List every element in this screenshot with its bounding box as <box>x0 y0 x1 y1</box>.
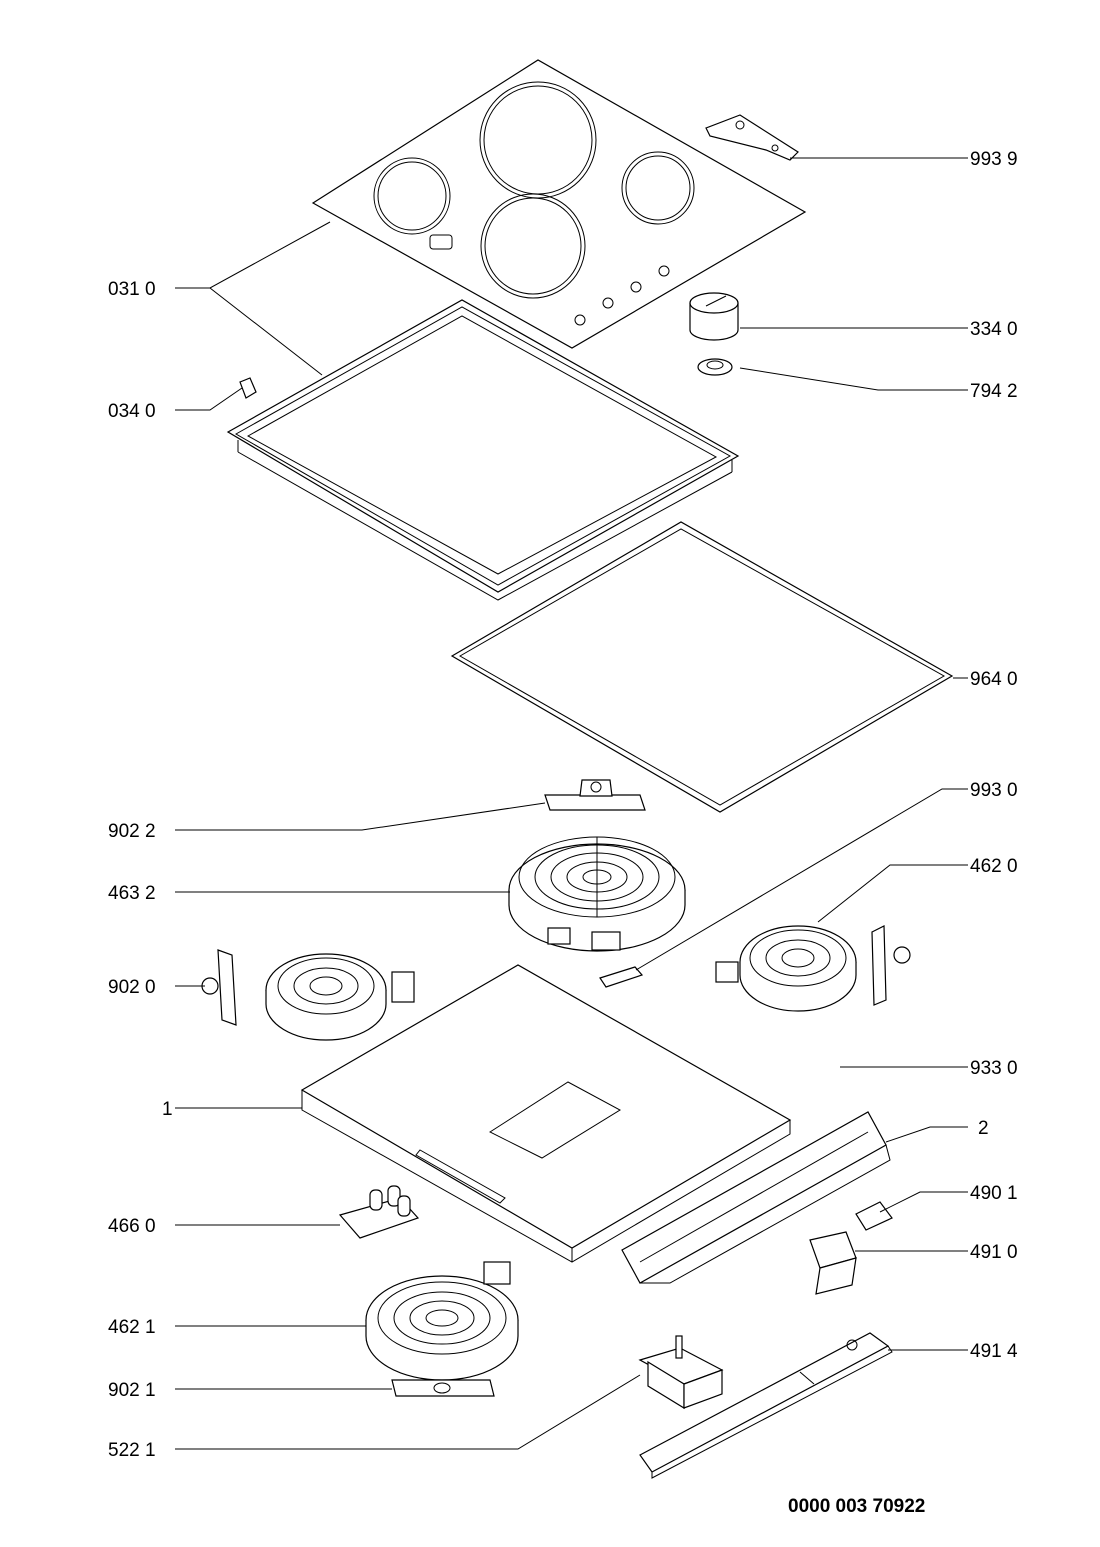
cover-plate-491-4 <box>639 1332 893 1479</box>
label-993-0: 993 0 <box>970 780 1018 801</box>
knob-ring-794-2 <box>697 358 733 376</box>
label-490-1: 490 1 <box>970 1183 1018 1204</box>
bracket-462-0-side <box>871 925 911 1006</box>
label-933-0: 933 0 <box>970 1058 1018 1079</box>
terminal-block-491-0 <box>809 1231 857 1295</box>
label-522-1: 522 1 <box>108 1440 156 1461</box>
knob-334-0 <box>689 292 739 341</box>
hotplate-462-1 <box>365 1261 519 1381</box>
label-902-1: 902 1 <box>108 1380 156 1401</box>
gasket-964-0 <box>450 521 954 813</box>
label-902-0: 902 0 <box>108 977 156 998</box>
clip-993-0 <box>599 966 644 988</box>
label-462-0: 462 0 <box>970 856 1018 877</box>
hob-frame <box>226 299 740 601</box>
label-993-9: 993 9 <box>970 149 1018 170</box>
label-034-0: 034 0 <box>108 401 156 422</box>
document-number: 0000 003 70922 <box>788 1496 925 1517</box>
control-housing-2 <box>621 1111 891 1284</box>
label-902-2: 902 2 <box>108 821 156 842</box>
label-2: 2 <box>978 1118 989 1139</box>
label-031-0: 031 0 <box>108 279 156 300</box>
bracket-902-1 <box>391 1379 495 1397</box>
label-491-4: 491 4 <box>970 1341 1018 1362</box>
component-490-1 <box>855 1201 893 1231</box>
label-491-0: 491 0 <box>970 1242 1018 1263</box>
hotplate-462-0 <box>715 925 857 1012</box>
label-463-2: 463 2 <box>108 883 156 904</box>
bracket-902-2 <box>544 779 646 811</box>
base-tray-1 <box>300 964 792 1263</box>
label-1: 1 <box>162 1099 173 1120</box>
label-794-2: 794 2 <box>970 381 1018 402</box>
energy-regulator-522-1 <box>638 1335 724 1410</box>
glass-ceramic-top <box>311 59 807 349</box>
bracket-902-0 <box>201 949 237 1026</box>
hotplate-left <box>265 953 415 1041</box>
leader-lines <box>175 157 968 1450</box>
label-466-0: 466 0 <box>108 1216 156 1237</box>
label-964-0: 964 0 <box>970 669 1018 690</box>
part-labels: 993 9 031 0 334 0 794 2 034 0 964 0 993 … <box>108 149 1018 1461</box>
label-462-1: 462 1 <box>108 1317 156 1338</box>
clip-034-0 <box>239 377 257 399</box>
label-334-0: 334 0 <box>970 319 1018 340</box>
bracket-993-9 <box>705 114 799 161</box>
thermostat-466-0 <box>338 1185 420 1239</box>
hotplate-463-2 <box>508 836 686 952</box>
